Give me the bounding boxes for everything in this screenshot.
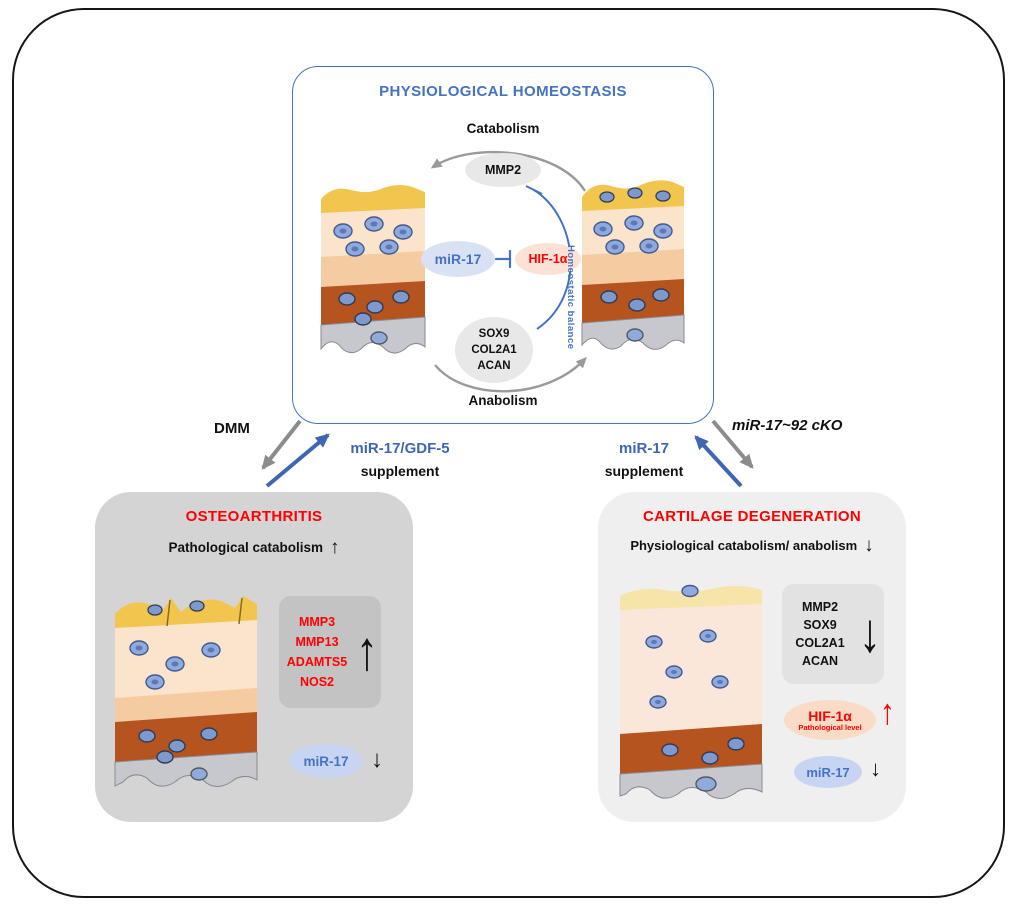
deg-gene-panel: MMP2 SOX9 COL2A1 ACAN ↓ [782, 584, 884, 684]
homeostasis-title: PHYSIOLOGICAL HOMEOSTASIS [379, 83, 627, 100]
osteoarthritis-subtitle-text: Pathological catabolism [168, 540, 324, 555]
osteoarthritis-title: OSTEOARTHRITIS [185, 508, 323, 525]
oa-mir17-label: miR-17 [303, 753, 349, 769]
homeostatic-balance-label: Homeostatic balance [565, 244, 576, 350]
degeneration-title: CARTILAGE DEGENERATION [643, 508, 861, 525]
right-supplement-gene-label: miR-17 [618, 440, 670, 457]
oa-genes-up-arrow-icon: ↑ [356, 620, 378, 682]
anabolism-label: Anabolism [468, 393, 538, 408]
degeneration-subtitle: Physiological catabolism/ anabolism ↓ [598, 536, 906, 555]
deg-mir17-label: miR-17 [806, 764, 850, 780]
deg-gene-sox9: SOX9 [803, 618, 837, 632]
cartilage-osteoarthritis-illustration [114, 596, 258, 787]
oa-gene-mmp13: MMP13 [295, 635, 339, 649]
degeneration-subtitle-text: Physiological catabolism/ anabolism [630, 538, 858, 553]
cartilage-healthy-left-illustration [320, 185, 426, 354]
gene-acan: ACAN [477, 360, 511, 373]
deg-hif1a-label: HIF-1α [808, 707, 852, 724]
oa-gene-nos2: NOS2 [299, 675, 335, 689]
deg-hif1a-up-arrow-icon: ↑ [880, 692, 895, 733]
down-arrow-icon: ↓ [864, 535, 874, 556]
hif1a-node: HIF-1α [515, 243, 581, 275]
hif1a-label: HIF-1α [528, 252, 568, 266]
deg-hif1a-node: HIF-1α Pathological level [784, 700, 876, 740]
oa-gene-panel: MMP3 MMP13 ADAMTS5 NOS2 ↑ [279, 596, 381, 708]
deg-gene-acan: ACAN [801, 654, 839, 668]
right-supplement-word-label: supplement [604, 463, 684, 479]
deg-gene-col2a1: COL2A1 [795, 636, 845, 650]
up-arrow-icon: ↑ [330, 537, 340, 558]
osteoarthritis-panel: OSTEOARTHRITIS Pathological catabolism ↑ [95, 492, 413, 822]
left-supplement-gene-label: miR-17/GDF-5 [350, 440, 450, 457]
gene-col2a1: COL2A1 [471, 343, 517, 356]
osteoarthritis-subtitle: Pathological catabolism ↑ [95, 538, 413, 557]
mmp2-node: MMP2 [465, 153, 541, 187]
cartilage-degenerated-illustration [619, 584, 763, 799]
deg-gene-mmp2: MMP2 [801, 600, 839, 614]
anabolic-genes-node: SOX9 COL2A1 ACAN [455, 317, 533, 383]
mir17-inhibits-hif1a-icon [494, 249, 512, 269]
mir17-label: miR-17 [434, 251, 482, 267]
homeostasis-panel: PHYSIOLOGICAL HOMEOSTASIS Catabolism MMP… [292, 66, 714, 424]
deg-genes-down-arrow-icon: ↓ [859, 602, 881, 664]
deg-mir17-node: miR-17 [794, 756, 862, 788]
oa-gene-list: MMP3 MMP13 ADAMTS5 NOS2 [279, 615, 355, 689]
deg-mir17-down-arrow-icon: ↓ [870, 756, 881, 781]
mir17-node: miR-17 [421, 241, 495, 277]
deg-gene-list: MMP2 SOX9 COL2A1 ACAN [782, 600, 858, 668]
figure-border [12, 8, 1005, 898]
oa-mir17-down-arrow-icon: ↓ [371, 746, 383, 773]
gene-sox9: SOX9 [478, 327, 510, 340]
oa-mir17-node: miR-17 [289, 744, 363, 778]
catabolism-label: Catabolism [466, 121, 540, 136]
cko-label: miR-17~92 cKO [732, 417, 843, 434]
mmp2-label: MMP2 [484, 163, 522, 177]
oa-gene-adamts5: ADAMTS5 [286, 655, 348, 669]
left-supplement-word-label: supplement [360, 463, 440, 479]
oa-gene-mmp3: MMP3 [298, 615, 336, 629]
dmm-label: DMM [214, 420, 250, 437]
deg-hif1a-note: Pathological level [798, 722, 862, 732]
degeneration-panel: CARTILAGE DEGENERATION Physiological cat… [598, 492, 906, 822]
cartilage-healthy-right-illustration [581, 180, 685, 350]
